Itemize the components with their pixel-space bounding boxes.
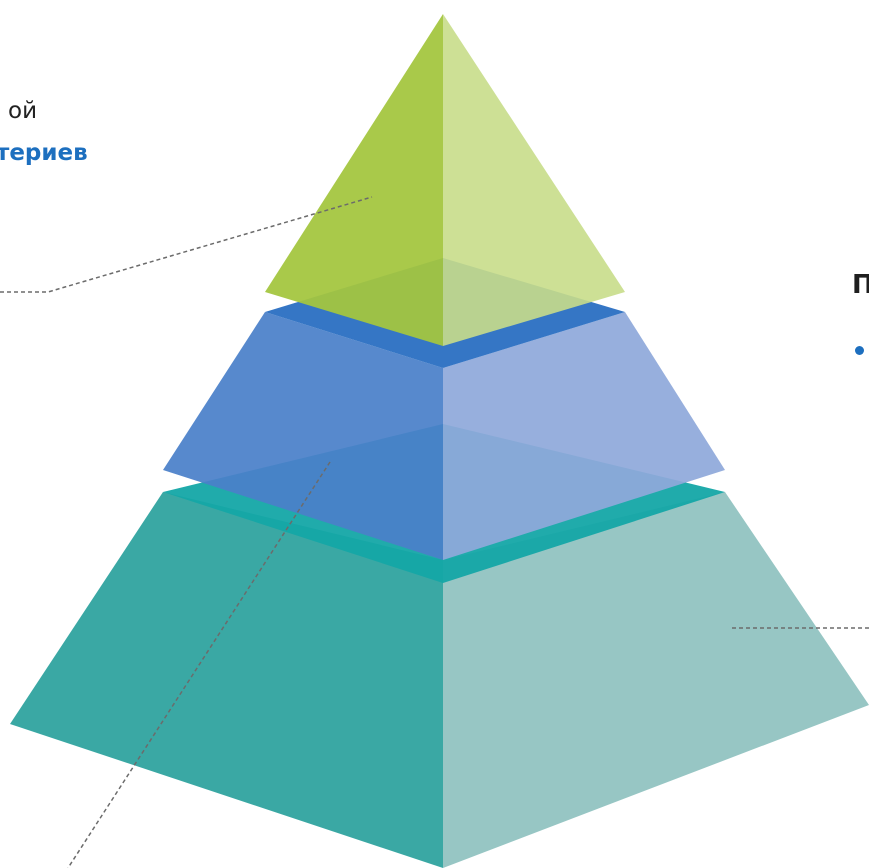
leader-line-middle <box>67 461 331 868</box>
bullet-dot-icon <box>855 346 864 355</box>
middle-tier-left-face <box>163 312 443 560</box>
leader-line-apex <box>0 196 373 293</box>
base-tier-left-face <box>10 492 443 868</box>
apex-annotation-line1: ой <box>8 98 38 124</box>
apex-tier-left-face <box>265 14 443 346</box>
right-annotation-title: П <box>852 270 869 300</box>
apex-annotation-line2: териев <box>0 140 88 166</box>
base-tier-right-face <box>443 492 869 868</box>
middle-tier-right-face <box>443 312 725 560</box>
apex-tier-right-face <box>443 14 625 346</box>
